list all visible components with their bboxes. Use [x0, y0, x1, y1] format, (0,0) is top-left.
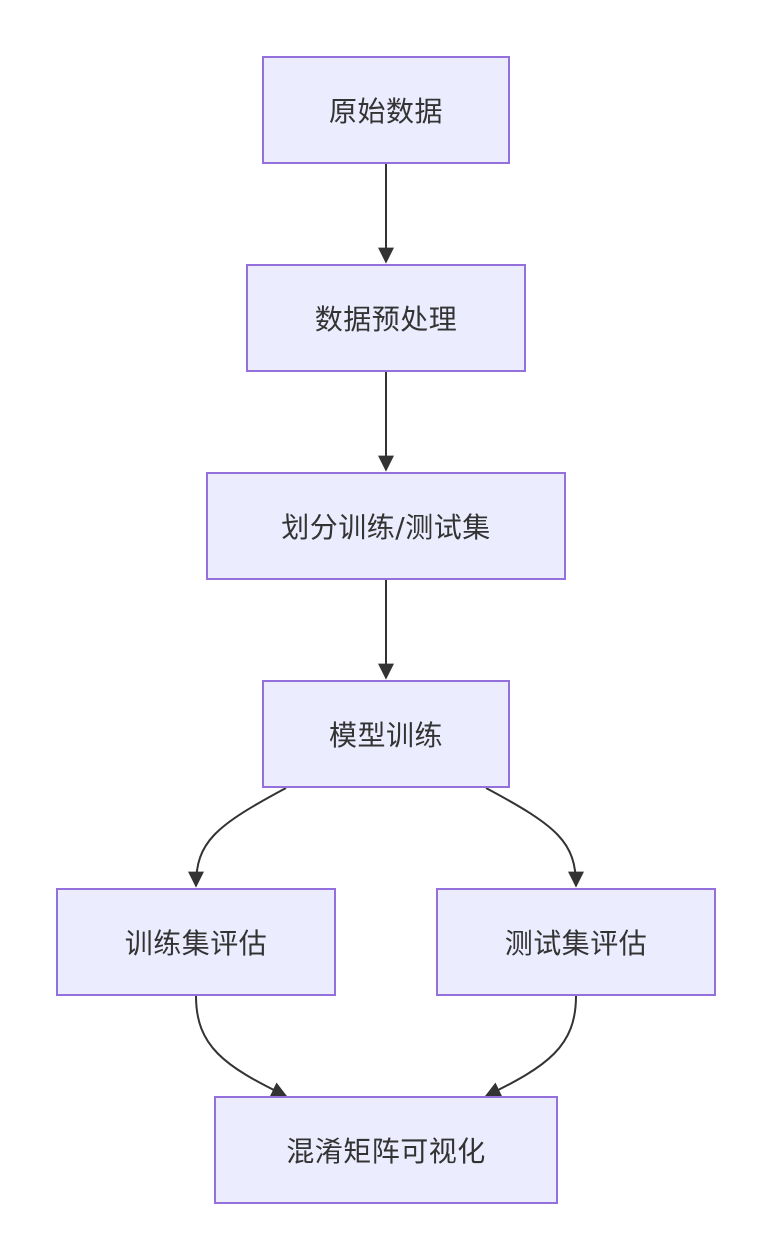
edge-train-eval-to-confusion-matrix — [195, 995, 288, 1097]
node-train: 模型训练 — [262, 680, 510, 788]
edge-test-eval-to-confusion-matrix — [484, 995, 577, 1097]
node-train-label: 模型训练 — [328, 719, 443, 752]
node-split: 划分训练/测试集 — [206, 472, 566, 580]
node-test-eval: 测试集评估 — [436, 888, 716, 996]
node-preprocess-label: 数据预处理 — [314, 303, 458, 336]
node-test-eval-label: 测试集评估 — [504, 927, 648, 960]
node-raw-data-label: 原始数据 — [328, 95, 443, 128]
node-confusion-matrix: 混淆矩阵可视化 — [214, 1096, 558, 1204]
node-confusion-matrix-label: 混淆矩阵可视化 — [286, 1135, 486, 1168]
node-preprocess: 数据预处理 — [246, 264, 526, 372]
node-raw-data: 原始数据 — [262, 56, 510, 164]
node-train-eval-label: 训练集评估 — [124, 927, 268, 960]
edge-train-to-test-eval — [485, 787, 584, 888]
edge-train-to-train-eval — [188, 787, 287, 888]
node-split-label: 划分训练/测试集 — [281, 511, 491, 544]
node-train-eval: 训练集评估 — [56, 888, 336, 996]
